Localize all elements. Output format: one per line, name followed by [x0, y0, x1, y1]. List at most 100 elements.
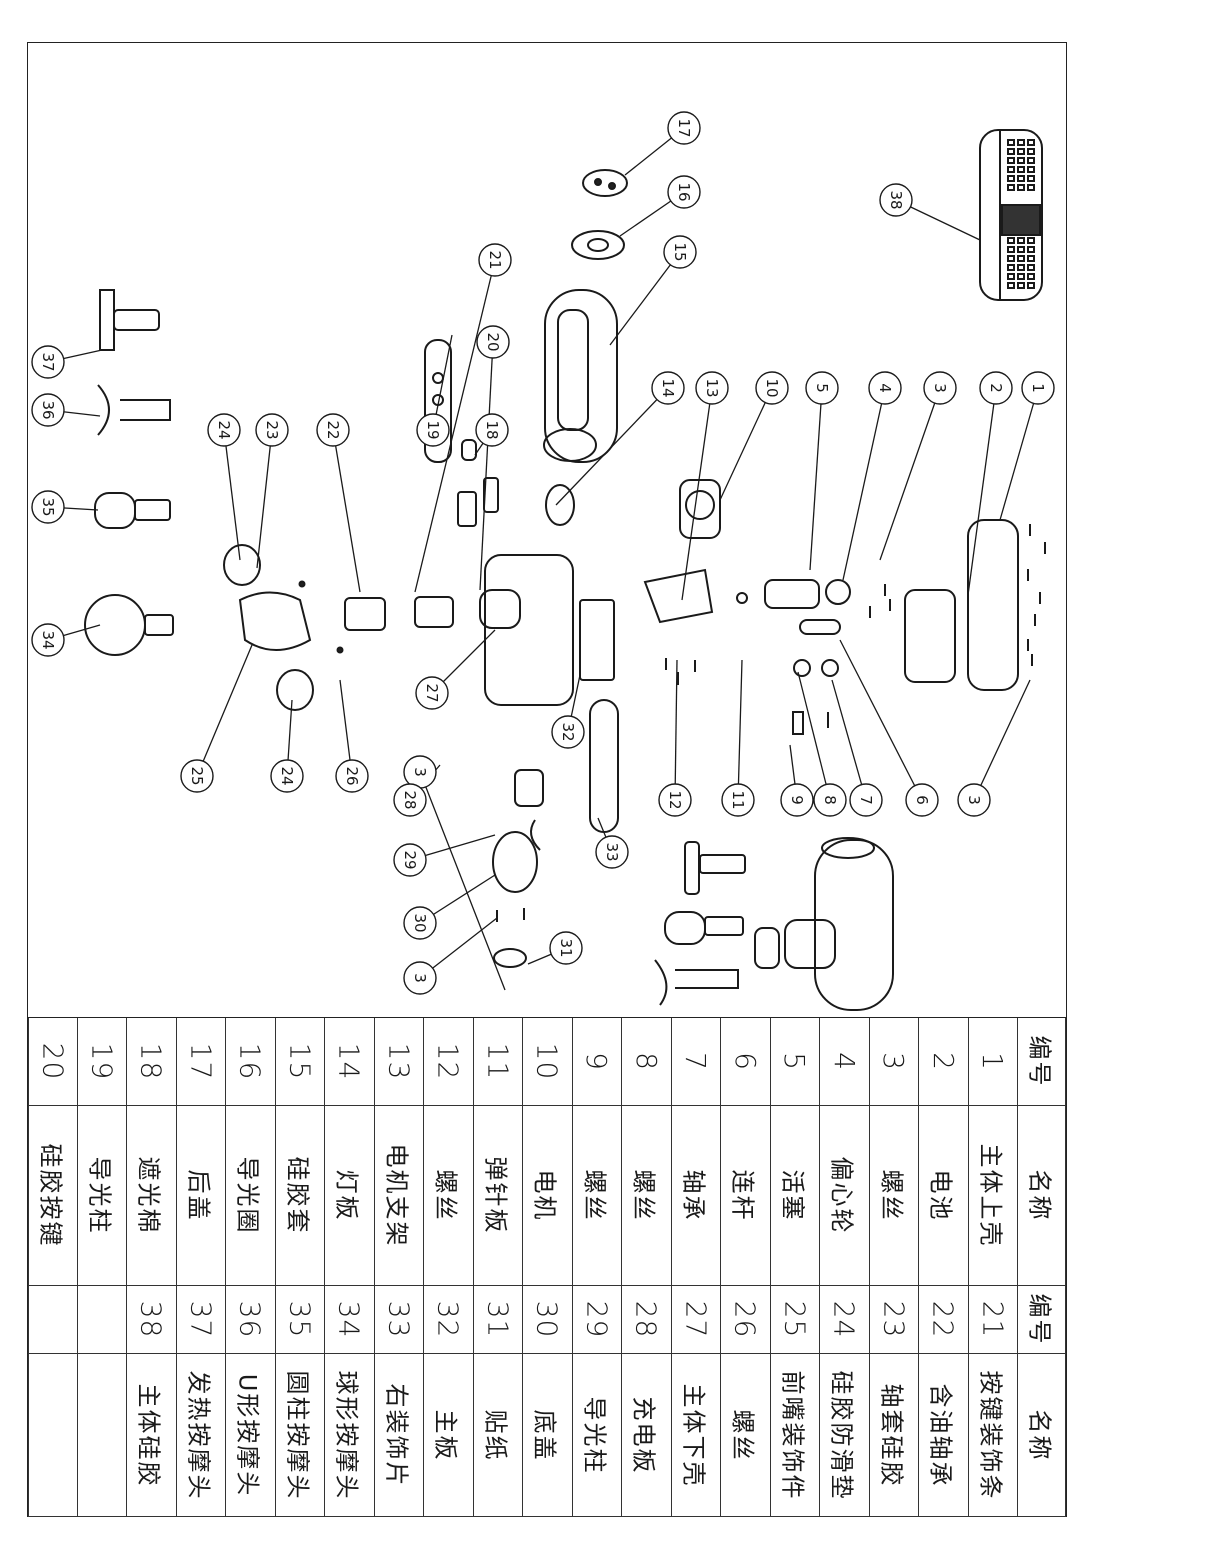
cell-text: 22: [926, 1300, 960, 1339]
leader-line: [555, 387, 669, 506]
leader-line: [999, 387, 1039, 521]
callout-label: 10: [763, 378, 781, 397]
part-name-cell: [28, 1354, 78, 1517]
callout-balloon: [415, 676, 449, 710]
cell-text: 2: [926, 1052, 960, 1071]
cell-text: 16: [233, 1042, 267, 1081]
callout-label: 19: [424, 420, 442, 439]
sticker-shape: [493, 948, 527, 968]
u-head-shape: [654, 959, 739, 1006]
body-silicone-shape: [1007, 157, 1015, 164]
anti-slip-pad-shape: [223, 544, 261, 586]
callout-balloon: [663, 235, 697, 269]
callout-balloon: [403, 961, 437, 995]
body-silicone-shape: [1017, 148, 1025, 155]
heating-head-shape: [99, 289, 115, 351]
part-name-cell: 轴套硅胶: [869, 1354, 919, 1517]
cell-text: 12: [431, 1042, 465, 1081]
cell-text: 球形按摩头: [332, 1370, 361, 1500]
cell-text: 螺丝: [580, 1169, 609, 1222]
header-name: 名称: [1018, 1354, 1066, 1517]
connecting-rod-shape: [799, 619, 841, 635]
callout-label: 34: [39, 630, 57, 649]
silicone-sleeve-shape: [543, 428, 597, 462]
cell-text: 3: [877, 1052, 911, 1071]
callout-label: 15: [671, 242, 689, 261]
callout-label: 29: [401, 850, 419, 869]
leader-line: [831, 679, 867, 801]
part-number-cell: 16: [226, 1018, 276, 1106]
button-trim-shape: [424, 339, 452, 463]
header-label: 编号: [1025, 1293, 1053, 1346]
cell-text: 主体上壳: [976, 1143, 1005, 1248]
body-silicone-shape: [1027, 139, 1035, 146]
callout-label: 23: [263, 420, 281, 439]
cell-text: 导光柱: [580, 1396, 609, 1474]
callout-label: 13: [703, 378, 721, 397]
callout-label: 1: [1029, 383, 1047, 393]
part-number-cell: 7: [671, 1018, 721, 1106]
cell-text: 21: [976, 1300, 1010, 1339]
part-number-cell: 37: [176, 1286, 226, 1354]
callout-label: 17: [675, 118, 693, 137]
part-number-cell: 22: [919, 1286, 969, 1354]
light-ring-shape: [571, 230, 625, 260]
part-name-cell: 螺丝: [869, 1106, 919, 1286]
part-name-cell: 底盖: [523, 1354, 573, 1517]
part-number-cell: 27: [671, 1286, 721, 1354]
cell-text: 后盖: [184, 1169, 213, 1222]
cylinder-head-shape: [704, 916, 744, 936]
part-number-cell: 38: [127, 1286, 177, 1354]
part-name-cell: 活塞: [770, 1106, 820, 1286]
part-number-cell: 28: [622, 1286, 672, 1354]
body-silicone-shape: [1007, 184, 1015, 191]
cell-text: 轴套硅胶: [877, 1383, 906, 1487]
body-silicone-shape: [1027, 157, 1035, 164]
part-number-cell: 6: [721, 1018, 771, 1106]
callout-label: 8: [821, 795, 839, 805]
shading-foam-shape: [483, 477, 499, 513]
leader-line: [839, 639, 923, 801]
part-number-cell: 8: [622, 1018, 672, 1106]
u-head-shape: [97, 384, 171, 436]
cell-text: 7: [679, 1052, 713, 1071]
callout-balloon: [255, 413, 289, 447]
body-silicone-shape: [1007, 175, 1015, 182]
charging-board-shape: [514, 769, 544, 807]
leader-line: [609, 251, 681, 346]
callout-label: 5: [813, 383, 831, 393]
front-nozzle-shape: [238, 591, 312, 651]
part-number-cell: 26: [721, 1286, 771, 1354]
body-silicone-shape: [1017, 175, 1025, 182]
header-number: 编号: [1018, 1286, 1066, 1354]
part-name-cell: 螺丝: [424, 1106, 474, 1286]
header-number: 编号: [1018, 1018, 1066, 1106]
body-silicone-shape: [1017, 282, 1025, 289]
callout-balloon: [755, 371, 789, 405]
part-number-cell: 33: [374, 1286, 424, 1354]
callout-balloon: [475, 413, 509, 447]
body-silicone-shape: [1017, 273, 1025, 280]
body-silicone-shape: [1017, 166, 1025, 173]
callout-label: 14: [659, 378, 677, 397]
callout-balloon: [180, 759, 214, 793]
part-number-cell: 13: [374, 1018, 424, 1106]
callout-label: 16: [675, 182, 693, 201]
body-silicone-shape: [1007, 255, 1015, 262]
silicone-sleeve-shape: [544, 289, 618, 463]
cell-text: 右装饰片: [382, 1383, 411, 1487]
cell-text: 9: [580, 1052, 614, 1071]
part-number-cell: 29: [572, 1286, 622, 1354]
body-silicone-shape: [1007, 273, 1015, 280]
callout-label: 6: [913, 795, 931, 805]
body-silicone-shape: [1007, 237, 1015, 244]
leader-line: [879, 387, 941, 561]
body-silicone-shape: [1027, 148, 1035, 155]
cell-text: 17: [184, 1042, 218, 1081]
body-silicone-shape: [1007, 246, 1015, 253]
part-number-cell: 9: [572, 1018, 622, 1106]
rear-cover-shape: [582, 169, 628, 197]
silicone-button-shape: [461, 439, 477, 461]
callout-label: 33: [603, 842, 621, 861]
